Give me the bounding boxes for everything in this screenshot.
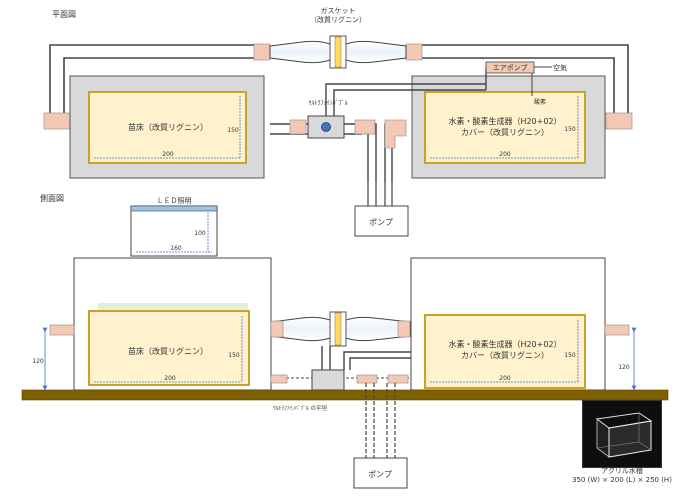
side-generator-line2: カバー（改質リグニン） (461, 350, 549, 360)
top-mid-connector-center (354, 119, 376, 135)
side-bubble-label: ｳﾙﾄﾗﾌｧｲﾝﾊﾞﾌﾞﾙ の平坦 (273, 404, 327, 412)
side-gasket-connector-left (270, 320, 284, 338)
top-right-connector (605, 112, 633, 130)
gasket-label-line2: （改質リグニン） (310, 15, 366, 24)
side-left-height: 120 (32, 358, 44, 365)
gasket-label-line1: ガスケット (321, 6, 356, 15)
side-mid-connector-right (387, 374, 409, 384)
table-surface (21, 389, 669, 401)
side-generator (424, 314, 586, 389)
side-left-connector (49, 324, 75, 336)
side-pump-pipes (365, 383, 396, 458)
acrylic-tank-photo (582, 400, 662, 468)
top-left-connector (43, 112, 71, 130)
acrylic-tank-caption: アクリル水槽 350 (W) × 200 (L) × 250 (H) (560, 467, 684, 485)
side-middle-pipes (321, 346, 411, 370)
top-gasket-connector-right (405, 43, 423, 61)
caption-line1: アクリル水槽 (601, 467, 643, 475)
top-pump-pipes (367, 182, 393, 206)
side-view-title: 側面図 (40, 193, 64, 203)
led-height: 100 (194, 230, 206, 237)
top-seedbed (88, 91, 247, 164)
led-label: ＬＥＤ照明 (157, 197, 192, 205)
side-right-height: 120 (618, 364, 630, 371)
side-seedbed-width: 200 (164, 375, 176, 382)
led-light-strip (130, 205, 218, 212)
acrylic-tank-icon (595, 412, 653, 458)
top-seedbed-width: 200 (162, 151, 174, 158)
top-seedbed-label: 苗床（改質リグニン） (128, 122, 208, 132)
air-pump-label: エアポンプ (493, 64, 528, 72)
top-mid-connector-right (384, 119, 407, 149)
oxygen-label: 酸素 (534, 98, 546, 106)
top-bubble-label: ｳﾙﾄﾗﾌｧｲﾝﾊﾞﾌﾞﾙ (308, 100, 347, 107)
caption-line2: 350 (W) × 200 (L) × 250 (H) (572, 476, 672, 484)
top-gasket-connector-left (253, 43, 271, 61)
side-right-connector (604, 324, 630, 336)
led-width: 160 (170, 245, 182, 252)
top-gasket-assembly (269, 35, 407, 69)
top-generator (424, 91, 586, 164)
top-generator-line2: カバー（改質リグニン） (461, 127, 549, 137)
top-bubble-icon (321, 122, 331, 132)
side-gasket-connector-right (397, 320, 411, 338)
top-mid-connector-left (289, 119, 307, 135)
side-gasket-assembly (270, 311, 411, 347)
top-generator-width: 200 (499, 151, 511, 158)
top-pump (354, 205, 409, 237)
air-label: 空気 (553, 63, 567, 72)
top-seedbed-height: 150 (227, 127, 239, 134)
led-light (130, 205, 218, 257)
side-pump (353, 457, 408, 489)
side-generator-line1: 水素・酸素生成器（H20+02） (448, 339, 561, 349)
top-loop-pipes (49, 44, 629, 113)
side-mid-connector-center (356, 374, 378, 384)
side-seedbed-label: 苗床（改質リグニン） (128, 346, 208, 356)
side-seedbed (88, 310, 250, 386)
side-bubble-box (311, 369, 345, 391)
top-generator-line1: 水素・酸素生成器（H20+02） (448, 116, 561, 126)
top-view-title: 平面図 (52, 10, 76, 19)
side-seedbed-plants (98, 303, 248, 311)
side-seedbed-height: 150 (228, 352, 240, 359)
side-generator-height: 150 (564, 352, 576, 359)
side-mid-connector-left (270, 374, 288, 384)
top-generator-height: 150 (564, 126, 576, 133)
top-pump-label: ポンプ (369, 218, 393, 227)
side-pump-label: ポンプ (368, 470, 392, 479)
side-generator-width: 200 (499, 375, 511, 382)
